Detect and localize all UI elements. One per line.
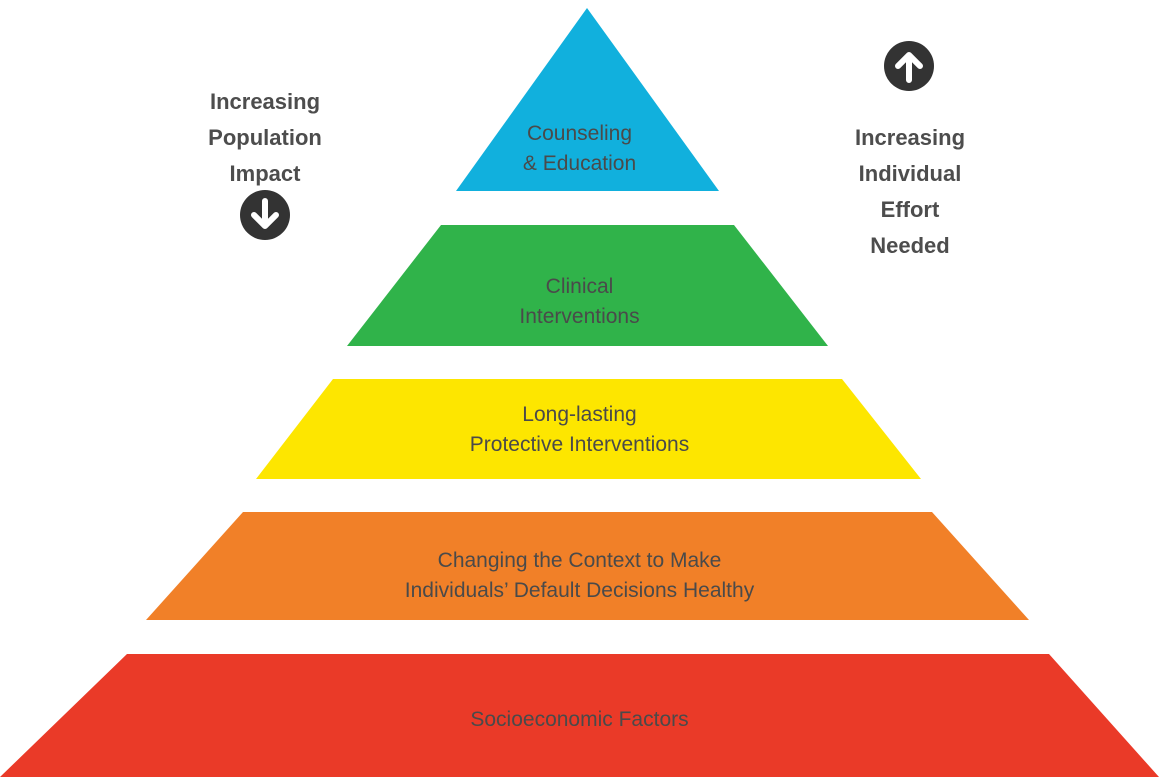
- tier-label-counseling-education: Counseling & Education: [0, 119, 1159, 179]
- tier-label-line: Socioeconomic Factors: [470, 708, 689, 731]
- tier-label-line: Counseling: [526, 122, 633, 145]
- tier-label-line: Long-lasting: [522, 403, 637, 426]
- tier-label-socioeconomic-factors: Socioeconomic Factors: [0, 705, 1159, 735]
- individual-effort-annotation: Increasing Individual Effort Needed: [830, 120, 990, 264]
- tier-label-protective-interventions: Long-lasting Protective Interventions: [0, 400, 1159, 460]
- tier-label-changing-context: Changing the Context to Make Individuals…: [0, 546, 1159, 606]
- annotation-line: Impact: [229, 161, 301, 186]
- tier-label-clinical-interventions: Clinical Interventions: [0, 272, 1159, 332]
- tier-label-line: & Education: [522, 152, 637, 175]
- arrow-down-circle-icon: [240, 190, 290, 240]
- population-impact-annotation: Increasing Population Impact: [185, 84, 345, 192]
- annotation-line: Increasing: [854, 125, 966, 150]
- tier-label-line: Interventions: [519, 305, 640, 328]
- tier-shape-protective-interventions: [256, 379, 921, 479]
- annotation-line: Increasing: [209, 89, 321, 114]
- tier-shape-counseling-education: [456, 8, 719, 191]
- tier-shape-changing-context: [146, 512, 1029, 620]
- tier-label-line: Protective Interventions: [469, 433, 690, 456]
- arrow-up-circle-icon: [884, 41, 934, 91]
- tier-label-line: Individuals’ Default Decisions Healthy: [404, 579, 755, 602]
- annotation-line: Population: [208, 125, 322, 150]
- tier-shape-socioeconomic-factors: [0, 654, 1159, 777]
- tier-label-line: Changing the Context to Make: [437, 549, 722, 572]
- annotation-line: Individual: [858, 161, 962, 186]
- tier-shape-clinical-interventions: [347, 225, 828, 346]
- annotation-line: Effort: [880, 197, 940, 222]
- annotation-line: Needed: [870, 233, 950, 258]
- tier-label-line: Clinical: [545, 275, 614, 298]
